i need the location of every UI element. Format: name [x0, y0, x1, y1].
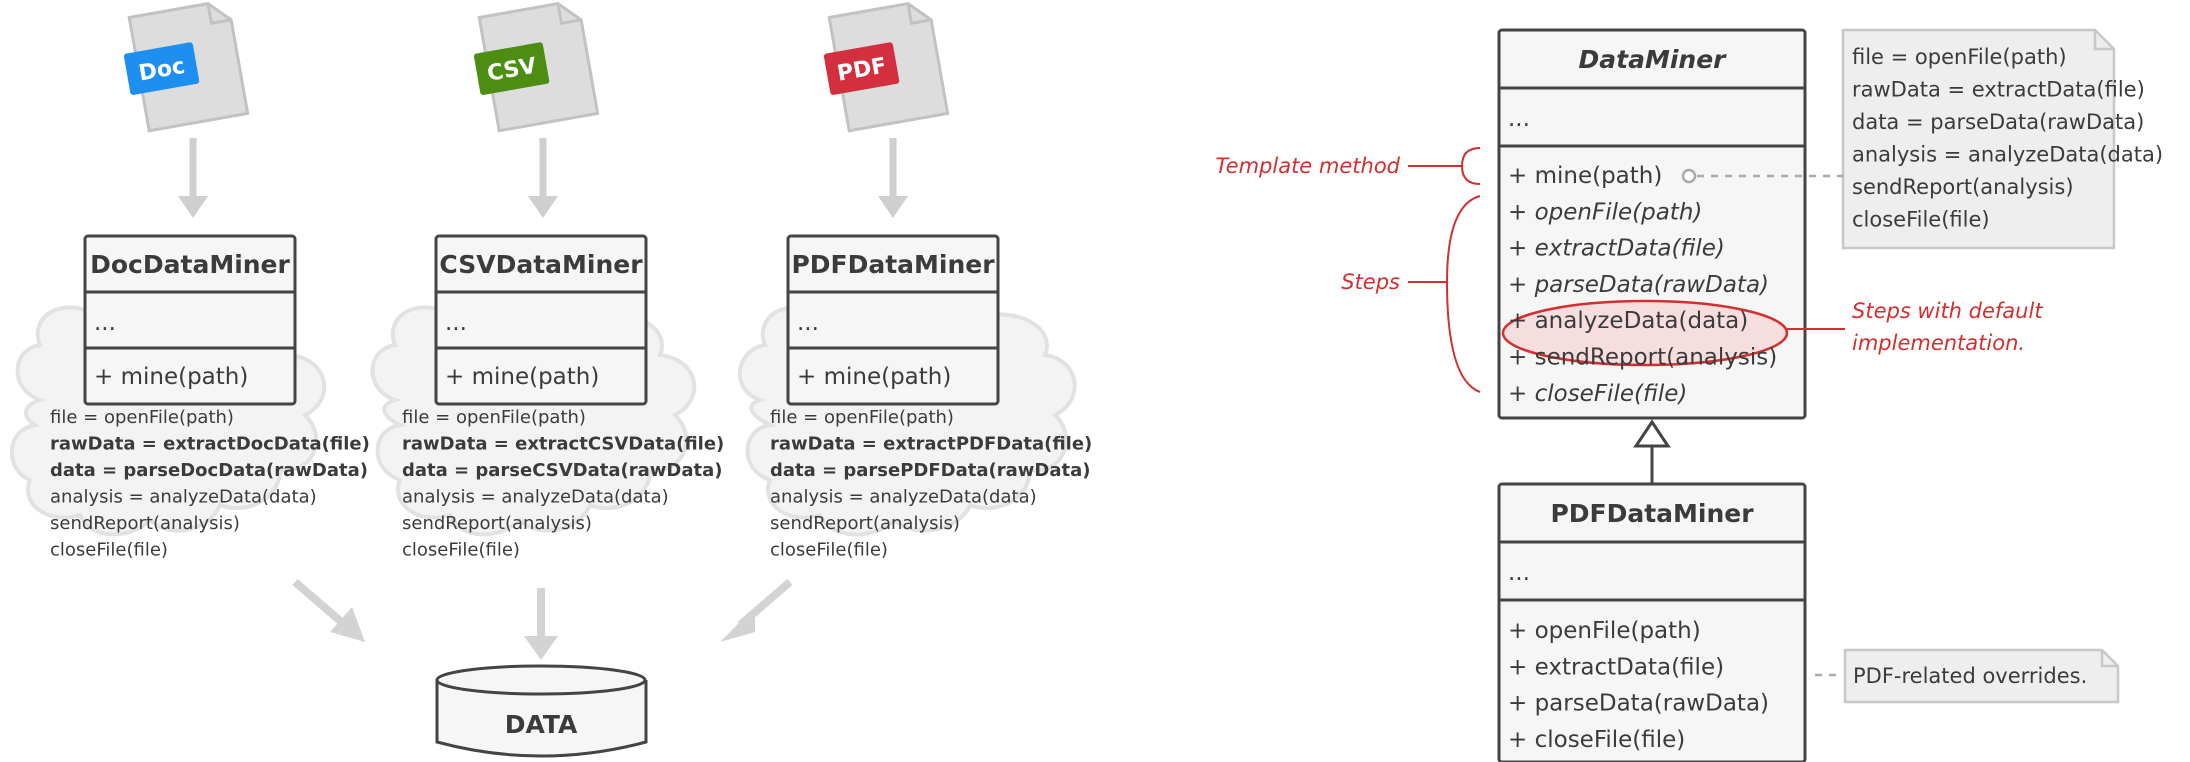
inheritance-arrow	[1633, 419, 1671, 484]
note-code-lines: file = openFile(path) rawData = extractDa…	[1852, 45, 2163, 232]
doc-class-name: DocDataMiner	[90, 250, 290, 279]
code-line: sendReport(analysis)	[402, 513, 592, 534]
csv-code-lines: file = openFile(path) rawData = extractCS…	[402, 407, 724, 561]
code-line: analysis = analyzeData(data)	[402, 487, 669, 508]
pdf-class-fields: ...	[797, 310, 819, 336]
code-line: file = openFile(path)	[50, 407, 234, 428]
doc-file-icon: Doc	[123, 2, 250, 133]
code-line: file = openFile(path)	[770, 407, 954, 428]
subclass-name: PDFDataMiner	[1550, 499, 1754, 528]
doc-class-method: + mine(path)	[94, 364, 248, 390]
database-label: DATA	[505, 710, 578, 739]
csv-class-name: CSVDataMiner	[439, 250, 643, 279]
overrides-note: PDF-related overrides.	[1843, 648, 2120, 704]
note-code-line: sendReport(analysis)	[1852, 175, 2074, 199]
doc-column: Doc DocDataMiner ... + mine(path) file =…	[9, 2, 370, 642]
code-line: data = parseDocData(rawData)	[50, 460, 368, 481]
code-line: closeFile(file)	[50, 540, 168, 561]
default-impl-annotation: Steps with default implementation.	[1787, 299, 2043, 355]
csv-data-miner-class: CSVDataMiner ... + mine(path)	[434, 234, 648, 406]
csv-class-fields: ...	[445, 310, 467, 336]
default-impl-highlight	[1501, 299, 1789, 367]
code-line: sendReport(analysis)	[770, 513, 960, 534]
csv-file-icon: CSV	[473, 2, 600, 133]
subclass-method: + closeFile(file)	[1508, 727, 1685, 753]
base-class-methods: + mine(path) + openFile(path) + extractDat…	[1508, 163, 1777, 407]
default-impl-label-2: implementation.	[1852, 331, 2025, 355]
base-method: + analyzeData(data)	[1508, 308, 1748, 334]
note-code-line: analysis = analyzeData(data)	[1852, 143, 2163, 167]
base-class-fields: ...	[1508, 106, 1530, 132]
base-method: + parseData(rawData)	[1508, 272, 1769, 298]
code-line: data = parseCSVData(rawData)	[402, 460, 722, 481]
base-method: + closeFile(file)	[1508, 381, 1687, 407]
subclass-fields: ...	[1508, 560, 1530, 586]
code-line: closeFile(file)	[770, 540, 888, 561]
code-line: data = parsePDFData(rawData)	[770, 460, 1090, 481]
base-method: + sendReport(analysis)	[1508, 345, 1777, 371]
code-line: rawData = extractDocData(file)	[50, 434, 370, 455]
subclass-method: + parseData(rawData)	[1508, 691, 1769, 717]
code-line: file = openFile(path)	[402, 407, 586, 428]
pdf-file-icon: PDF	[823, 2, 950, 133]
template-method-annotation: Template method	[1215, 147, 1481, 185]
template-method-label: Template method	[1215, 154, 1400, 178]
code-line: closeFile(file)	[402, 540, 520, 561]
pdf-class-name: PDFDataMiner	[791, 250, 995, 279]
note-code-line: closeFile(file)	[1852, 208, 1990, 232]
steps-annotation: Steps	[1341, 195, 1481, 393]
pdf-column: PDF PDFDataMiner ... + mine(path) file =…	[720, 2, 1092, 642]
note-code-line: data = parseData(rawData)	[1852, 110, 2144, 134]
csv-column: CSV CSVDataMiner ... + mine(path) file =…	[370, 2, 724, 660]
overrides-note-text: PDF-related overrides.	[1853, 664, 2087, 688]
pdf-code-lines: file = openFile(path) rawData = extractPD…	[770, 407, 1092, 561]
doc-data-miner-class: DocDataMiner ... + mine(path)	[83, 234, 297, 406]
base-class-name: DataMiner	[1579, 45, 1728, 74]
note-anchor-circle	[1681, 168, 1697, 184]
code-line: rawData = extractPDFData(file)	[770, 434, 1092, 455]
code-line: rawData = extractCSVData(file)	[402, 434, 724, 455]
base-method: + mine(path)	[1508, 163, 1662, 189]
subclass-method: + extractData(file)	[1508, 654, 1724, 680]
data-miner-base-class: DataMiner ... + mine(path) + openFile(pat…	[1497, 28, 1807, 420]
note-code-line: rawData = extractData(file)	[1852, 78, 2145, 102]
subclass-method: + openFile(path)	[1508, 618, 1701, 644]
pdf-data-miner-class: PDFDataMiner ... + mine(path)	[786, 234, 1000, 406]
pdf-class-method: + mine(path)	[797, 364, 951, 390]
doc-class-fields: ...	[94, 310, 116, 336]
note-code-line: file = openFile(path)	[1852, 45, 2067, 69]
default-impl-label-1: Steps with default	[1852, 299, 2043, 323]
data-database: DATA	[435, 664, 648, 758]
code-line: analysis = analyzeData(data)	[50, 487, 317, 508]
base-method: + openFile(path)	[1508, 199, 1702, 225]
doc-code-lines: file = openFile(path) rawData = extractDo…	[50, 407, 370, 561]
csv-class-method: + mine(path)	[445, 364, 599, 390]
template-code-note: file = openFile(path) rawData = extractDa…	[1841, 28, 2163, 250]
base-method: + extractData(file)	[1508, 236, 1725, 262]
subclass-methods: + openFile(path) + extractData(file) + par…	[1508, 618, 1769, 753]
steps-label: Steps	[1341, 270, 1400, 294]
code-line: analysis = analyzeData(data)	[770, 487, 1037, 508]
code-line: sendReport(analysis)	[50, 513, 240, 534]
pdf-data-miner-subclass: PDFDataMiner ... + openFile(path) + extra…	[1497, 482, 1807, 762]
